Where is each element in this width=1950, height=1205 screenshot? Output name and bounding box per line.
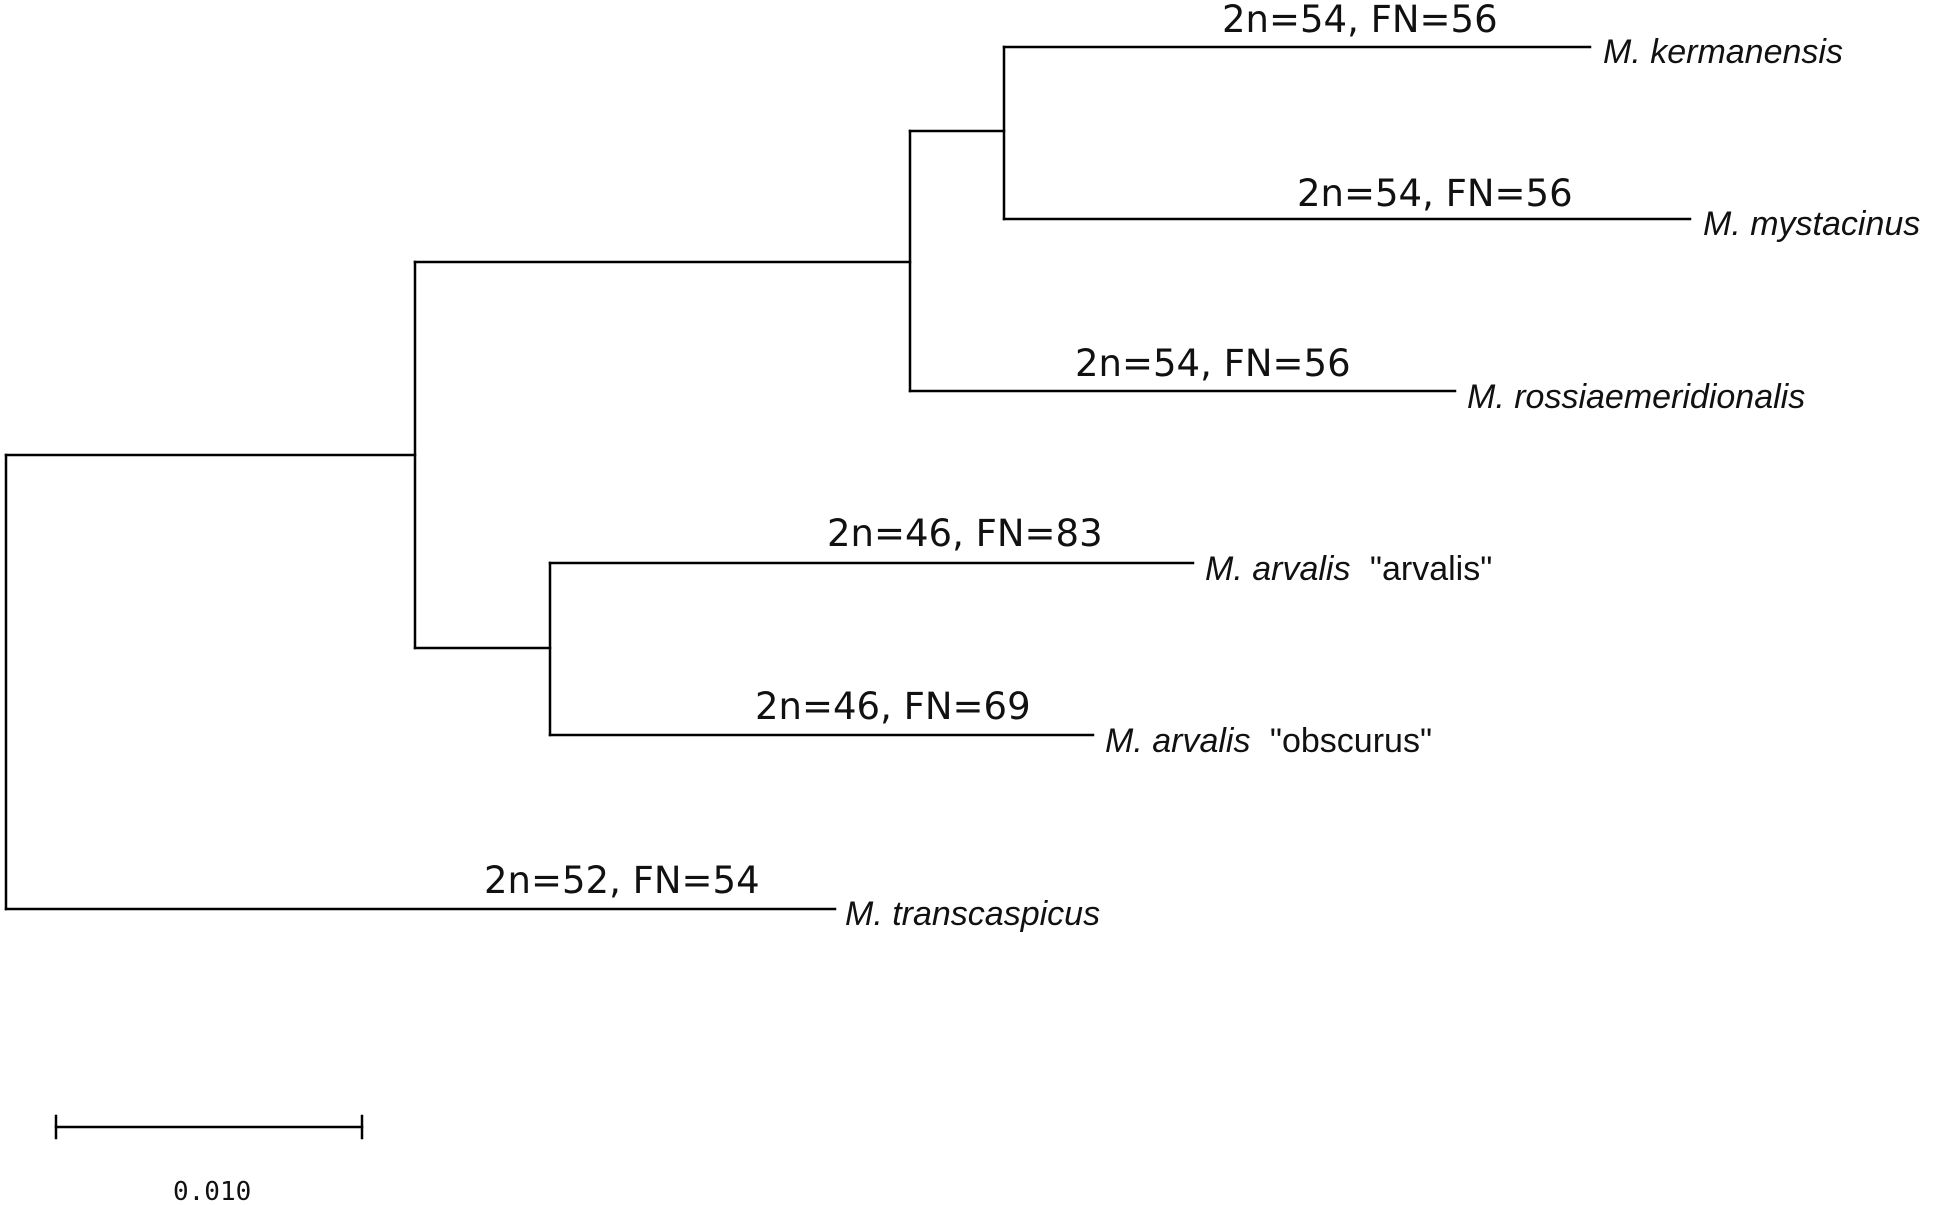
taxon-name: M. transcaspicus xyxy=(845,895,1100,933)
taxon-label-kermanensis: M. kermanensis xyxy=(1603,33,1843,71)
karyotype-label-kermanensis: 2n=54, FN=56 xyxy=(1222,0,1498,41)
karyotype-label-mystacinus: 2n=54, FN=56 xyxy=(1297,172,1573,215)
scale-bar-label: 0.010 xyxy=(173,1177,251,1205)
scale-bar: 0.010 xyxy=(54,1114,364,1205)
taxon-name: M. rossiaemeridionalis xyxy=(1467,378,1805,416)
taxon-label-arvalis-obscurus: M. arvalis "obscurus" xyxy=(1105,722,1432,760)
karyotype-label-arvalis-obscurus: 2n=46, FN=69 xyxy=(755,685,1031,728)
taxon-form-suffix: "arvalis" xyxy=(1370,550,1492,588)
karyotype-label-arvalis-arvalis: 2n=46, FN=83 xyxy=(827,512,1103,555)
taxon-label-arvalis-arvalis: M. arvalis "arvalis" xyxy=(1205,550,1492,588)
taxon-name: M. mystacinus xyxy=(1703,205,1920,243)
taxon-labels: M. kermanensis M. mystacinus M. rossiaem… xyxy=(845,33,1920,933)
karyotype-labels: 2n=54, FN=56 2n=54, FN=56 2n=54, FN=56 2… xyxy=(484,0,1573,902)
karyotype-label-rossiaemeridionalis: 2n=54, FN=56 xyxy=(1075,342,1351,385)
taxon-name: M. arvalis xyxy=(1105,722,1250,760)
taxon-form-suffix: "obscurus" xyxy=(1270,722,1432,760)
tree-branches xyxy=(4,45,1692,911)
karyotype-label-transcaspicus: 2n=52, FN=54 xyxy=(484,859,760,902)
taxon-name: M. arvalis xyxy=(1205,550,1350,588)
taxon-label-rossiaemeridionalis: M. rossiaemeridionalis xyxy=(1467,378,1805,416)
taxon-label-transcaspicus: M. transcaspicus xyxy=(845,895,1100,933)
taxon-name: M. kermanensis xyxy=(1603,33,1843,71)
taxon-label-mystacinus: M. mystacinus xyxy=(1703,205,1920,243)
